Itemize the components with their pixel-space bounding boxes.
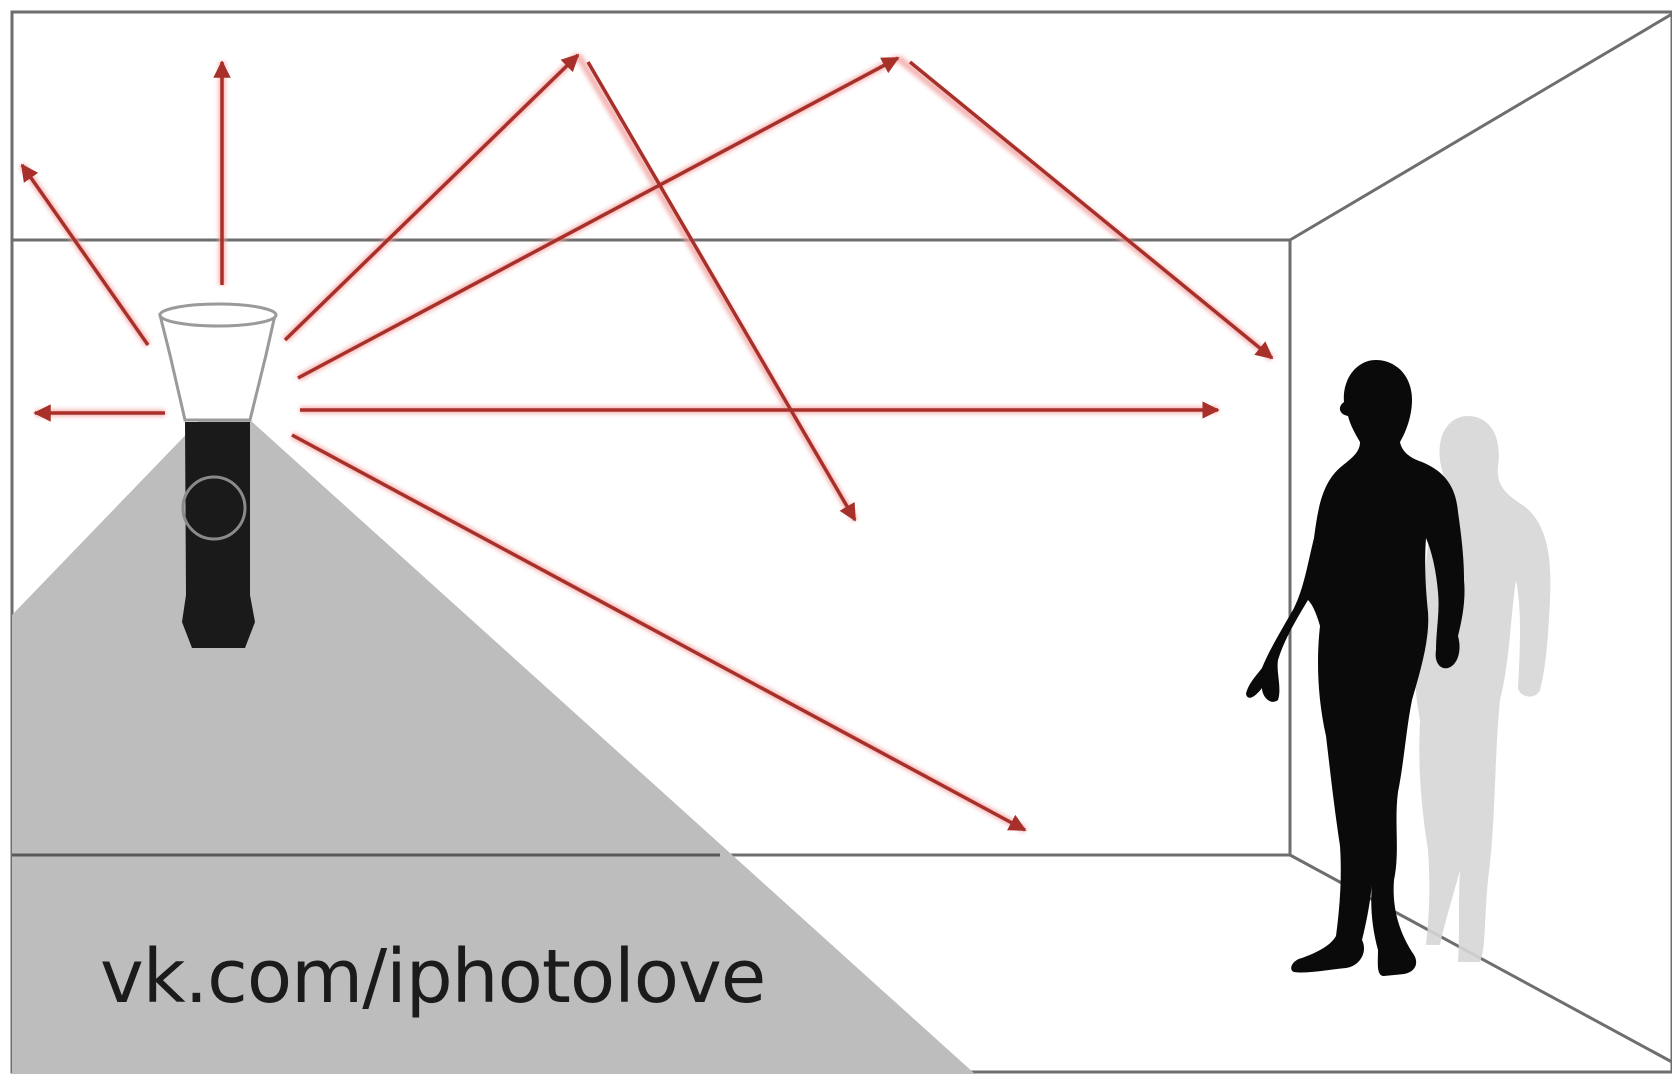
ray-shallow-reflected [910, 62, 1272, 358]
ray-up-right-reflected [588, 62, 855, 520]
flashlight-lens [160, 304, 276, 326]
flashlight-body [182, 422, 255, 648]
flashlight-head [160, 315, 275, 420]
ray-up-left [22, 165, 148, 345]
ray-shallow-incident [298, 58, 898, 378]
ceiling-perspective-line [1290, 14, 1672, 240]
watermark-text: vk.com/iphotolove [100, 940, 765, 1014]
ray-up-right-incident [285, 55, 578, 340]
